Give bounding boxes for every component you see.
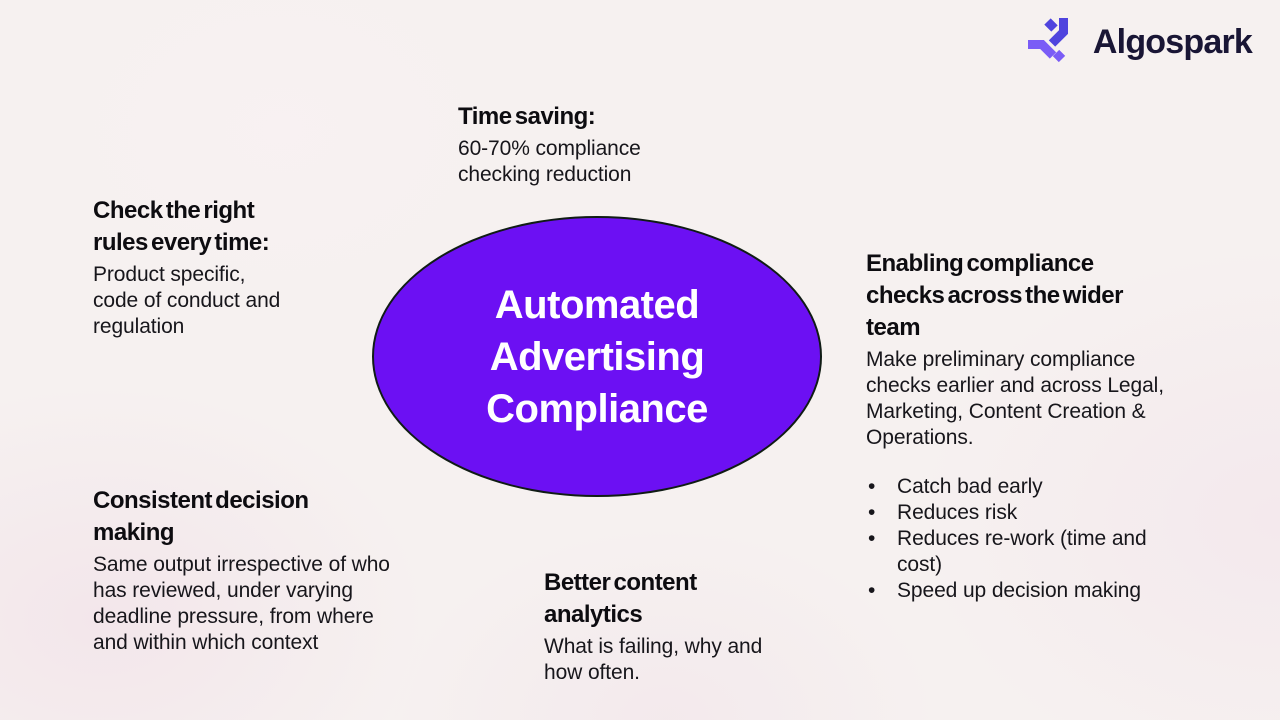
bullet-label: Catch bad early [897,475,1043,498]
body-line: Product specific, [93,263,246,286]
time-saving-body: 60-70% compliance checking reduction [458,136,641,188]
content-analytics-block: Better content analytics What is failing… [544,567,762,686]
body-line: regulation [93,315,185,338]
content-analytics-body: What is failing, why and how often. [544,634,762,686]
body-line: and within which context [93,631,319,654]
bullet-marker: • [868,579,876,602]
body-line: Same output irrespective of who [93,553,390,576]
check-rules-body: Product specific, code of conduct and re… [93,262,280,340]
body-line: how often. [544,661,640,684]
bullet-label: Speed up decision making [897,579,1141,602]
check-rules-heading: Check the right [93,197,255,224]
enabling-team-heading: checks across the wider [866,282,1123,309]
bullet-marker: • [868,527,876,550]
time-saving-block: Time saving: 60-70% compliance checking … [458,101,641,188]
body-line: 60-70% compliance [458,137,641,160]
bullet-item: • Reduces re-work (time and cost) [866,526,1183,578]
central-title-line: Compliance [486,386,708,431]
consistent-decisions-heading: making [93,519,175,546]
body-line: checks earlier and across Legal, [866,374,1164,397]
content-analytics-heading: analytics [544,601,643,628]
bullet-item: • Catch bad early [866,474,1183,500]
content-analytics-heading: Better content [544,569,697,596]
central-title-line: Automated [494,282,700,327]
body-line: has reviewed, under varying [93,579,353,602]
time-saving-heading: Time saving: [458,103,596,130]
bullet-item: • Speed up decision making [866,578,1183,604]
bullet-item: • Reduces risk [866,500,1183,526]
body-line: deadline pressure, from where [93,605,374,628]
body-line: Operations. [866,426,974,449]
enabling-team-heading: Enabling compliance [866,250,1094,277]
brand-logo: Algospark [1026,16,1253,69]
bullet-label: Reduces re-work (time and cost) [897,527,1147,576]
bullet-marker: • [868,501,876,524]
consistent-decisions-heading: Consistent decision [93,487,309,514]
enabling-team-block: Enabling compliance checks across the wi… [866,248,1183,604]
consistent-decisions-block: Consistent decision making Same output i… [93,485,390,656]
body-line: code of conduct and [93,289,281,312]
body-line: Make preliminary compliance [866,348,1136,371]
bullet-label: Reduces risk [897,501,1018,524]
body-line: checking reduction [458,163,632,186]
check-rules-block: Check the right rules every time: Produc… [93,195,280,340]
body-line: What is failing, why and [544,635,763,658]
body-line: Marketing, Content Creation & [866,400,1146,423]
central-concept-ellipse: Automated Advertising Compliance [372,216,822,497]
converging-arrows-logo-icon [1026,16,1078,69]
enabling-team-body: Make preliminary compliance checks earli… [866,347,1183,451]
brand-name: Algospark [1092,23,1253,61]
consistent-decisions-body: Same output irrespective of who has revi… [93,552,390,656]
central-title-line: Advertising [489,334,705,379]
enabling-team-heading: team [866,314,921,341]
bullet-marker: • [868,475,876,498]
benefits-bullet-list: • Catch bad early • Reduces risk • Reduc… [866,474,1183,604]
check-rules-heading: rules every time: [93,229,270,256]
